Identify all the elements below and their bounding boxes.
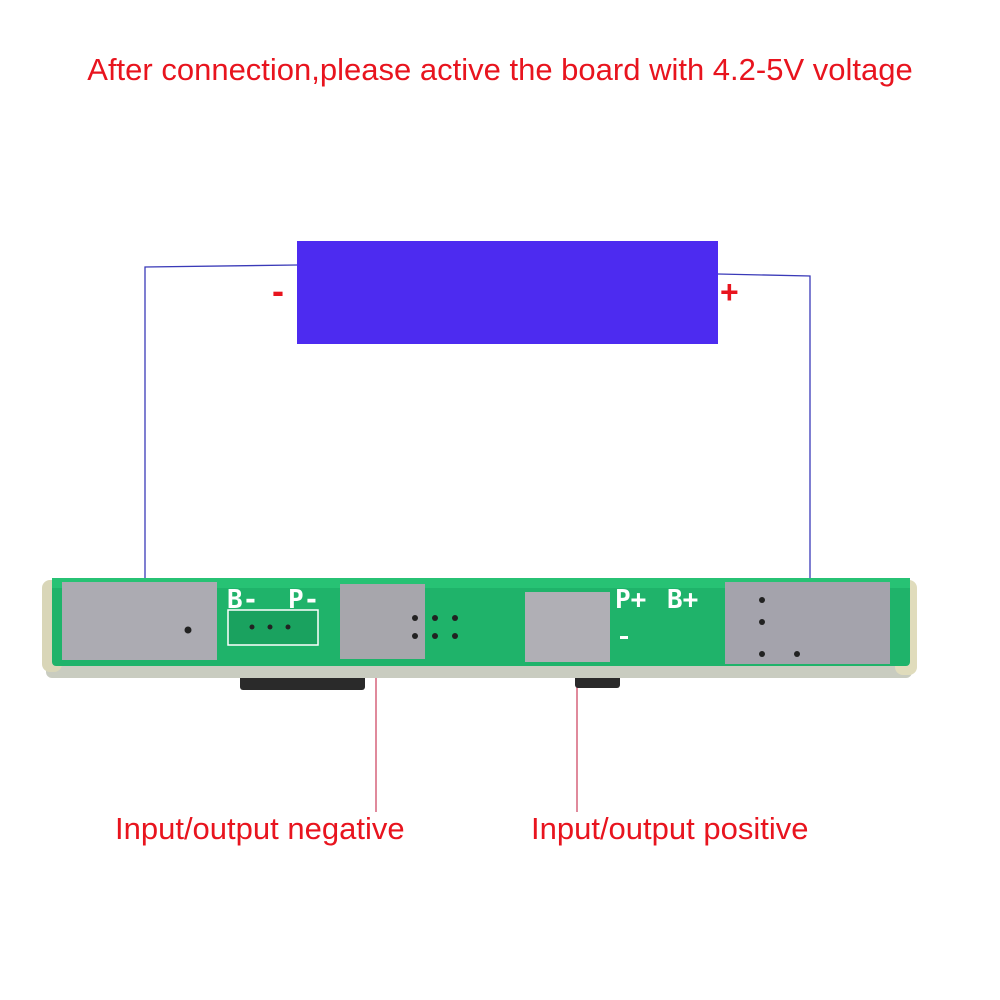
silkscreen-p-minus: P-: [288, 585, 319, 615]
negative-wire: [144, 264, 298, 585]
positive-terminal-caption: Input/output positive: [531, 811, 809, 846]
silkscreen-b-minus: B-: [227, 585, 258, 615]
battery-cell: [297, 241, 718, 344]
negative-terminal-caption: Input/output negative: [115, 811, 405, 846]
pad-p-minus: [340, 584, 425, 659]
battery-negative-symbol: -: [272, 270, 284, 311]
pad-p-plus: [525, 592, 610, 662]
silkscreen-p-plus: P+: [615, 585, 646, 615]
positive-wire: [717, 273, 811, 585]
ic-footprint: [227, 609, 319, 646]
pad-b-plus: [725, 582, 890, 664]
instruction-headline: After connection,please active the board…: [87, 52, 913, 87]
silkscreen-b-plus: B+: [667, 585, 698, 615]
protection-board: B- P- P+ B+: [42, 578, 917, 690]
pad-b-minus: [62, 582, 217, 660]
battery-positive-symbol: +: [720, 274, 739, 310]
